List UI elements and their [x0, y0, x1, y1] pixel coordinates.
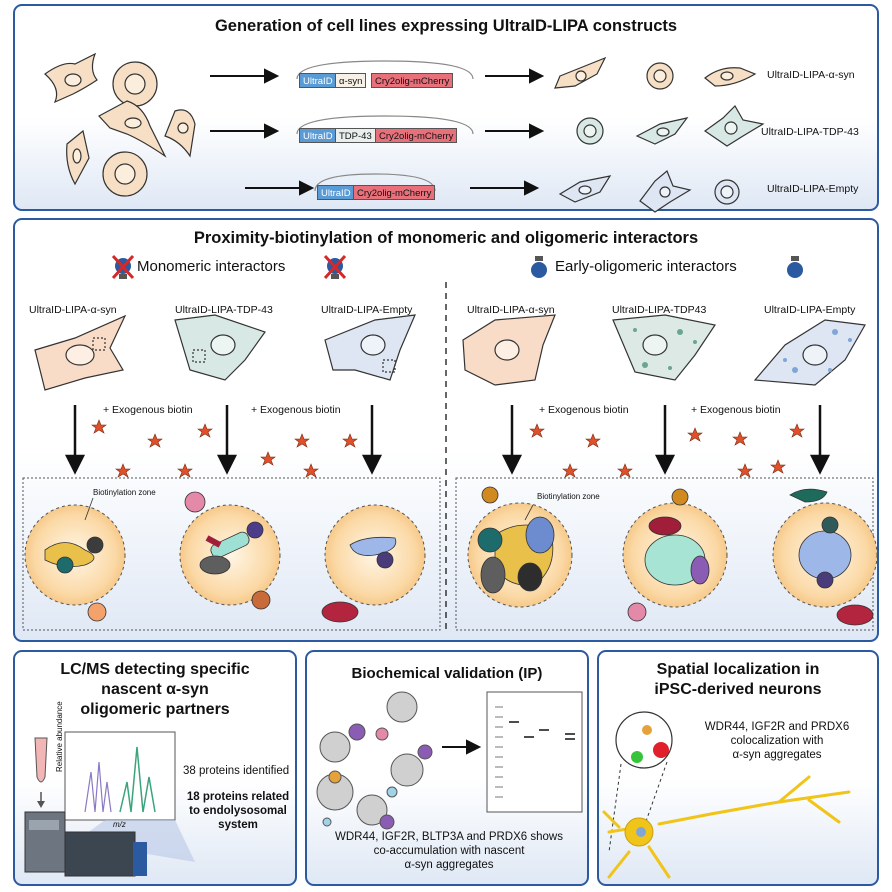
light-bulb-icon	[787, 256, 803, 278]
light-bulb-icon	[531, 256, 547, 278]
cell-label: UltraID-LIPA-TDP-43	[175, 304, 273, 316]
panel-lcms: LC/MS detecting specific nascent α-syn o…	[13, 650, 297, 886]
cell-label: UltraID-LIPA-Empty	[764, 304, 856, 316]
panel-title: Generation of cell lines expressing Ultr…	[214, 17, 678, 35]
ultraid-box: UltraID	[317, 185, 355, 200]
insert-box-tdp43: TDP-43	[335, 128, 376, 143]
ultraid-box: UltraID	[299, 73, 337, 88]
zone-label: Biotinylation zone	[93, 488, 156, 497]
monomeric-heading: Monomeric interactors	[137, 258, 286, 275]
ultraid-box: UltraID	[299, 128, 337, 143]
y-axis-label: Relative abundance	[55, 701, 64, 772]
cell-line-label: UltraID-LIPA-α-syn	[767, 69, 855, 81]
panel-spatial: Spatial localization in iPSC-derived neu…	[597, 650, 879, 886]
cell-label: UltraID-LIPA-Empty	[321, 304, 413, 316]
panel-title: LC/MS detecting specific nascent α-syn o…	[60, 661, 250, 718]
panel-generation: Generation of cell lines expressing Ultr…	[13, 4, 879, 213]
panel-proximity: Proximity-biotinylation of monomeric and…	[13, 218, 879, 642]
biotin-star-group	[91, 419, 805, 478]
insert-box-asyn: α-syn	[335, 73, 367, 88]
crossed-bulb-icon	[111, 254, 135, 280]
panel2-graphics	[22, 254, 878, 632]
biotin-label: + Exogenous biotin	[103, 404, 193, 416]
biotin-label: + Exogenous biotin	[539, 404, 629, 416]
neuron-graphics	[602, 711, 851, 879]
cell-line-label: UltraID-LIPA-TDP-43	[761, 126, 859, 138]
panel-title: Biochemical validation (IP)	[351, 665, 543, 682]
mcherry-box: Cry2olig-mCherry	[353, 185, 436, 200]
arrow-group	[210, 68, 545, 196]
panel-title: Spatial localization in iPSC-derived neu…	[654, 661, 822, 698]
cell-line-label: UltraID-LIPA-Empty	[767, 183, 859, 195]
ip-graphics	[316, 691, 583, 830]
mcherry-box: Cry2olig-mCherry	[371, 73, 454, 88]
cell-label: UltraID-LIPA-α-syn	[29, 304, 117, 316]
oligomeric-heading: Early-oligomeric interactors	[555, 258, 737, 275]
biotin-label: + Exogenous biotin	[691, 404, 781, 416]
panel-ip: Biochemical validation (IP) WDR44, IG	[305, 650, 589, 886]
cell-label: UltraID-LIPA-α-syn	[467, 304, 555, 316]
spatial-caption: WDR44, IGF2R and PRDX6 colocalization wi…	[704, 721, 850, 761]
mcherry-box: Cry2olig-mCherry	[375, 128, 458, 143]
identified-text: 38 proteins identified	[183, 765, 290, 777]
cell-label: UltraID-LIPA-TDP43	[612, 304, 707, 316]
lcms-graphics	[24, 731, 195, 877]
panel-title: Proximity-biotinylation of monomeric and…	[193, 229, 699, 247]
zone-label: Biotinylation zone	[537, 492, 600, 501]
panel1-graphics	[44, 52, 765, 213]
crossed-bulb-icon	[323, 254, 347, 280]
ip-caption: WDR44, IGF2R, BLTP3A and PRDX6 shows co-…	[335, 831, 563, 871]
x-axis-label: m/z	[113, 820, 126, 829]
related-text: 18 proteins related to endolysosomal sys…	[186, 791, 290, 831]
biotin-label: + Exogenous biotin	[251, 404, 341, 416]
